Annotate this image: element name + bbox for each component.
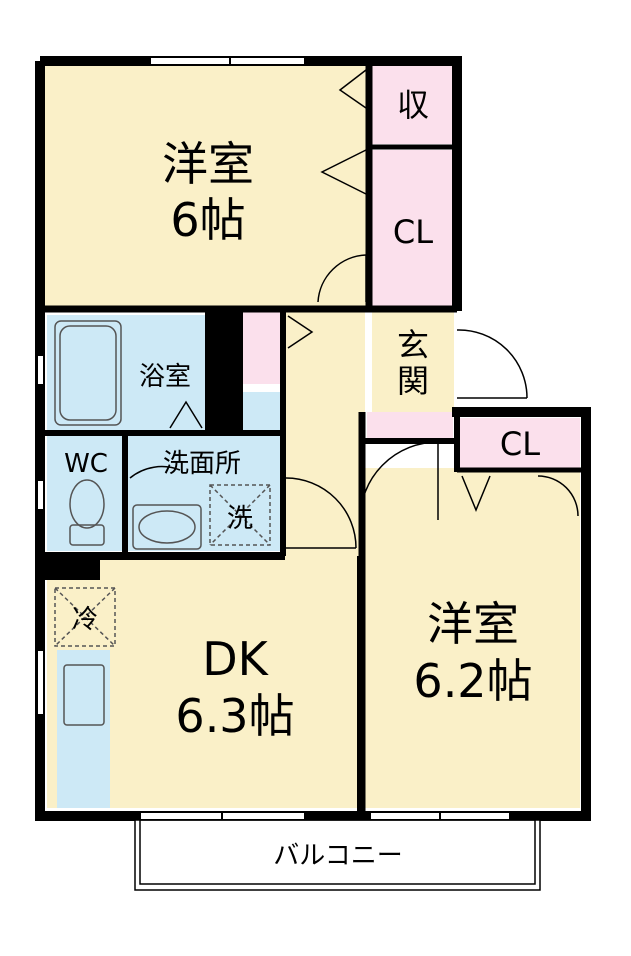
fridge-spot [54,587,116,647]
entrance-label-1: 玄 [397,326,429,364]
dk-size: 6.3帖 [175,689,294,743]
hall-storage [243,312,280,384]
entrance-label-2: 関 [397,362,429,400]
kitchen-sink [63,664,105,726]
doors [129,69,579,549]
western-room-2-name: 洋室 [427,597,519,651]
bath-wall-block [205,312,243,434]
balcony [134,819,541,891]
bathroom-floor [47,315,205,431]
washing-machine-label: 洗 [227,504,253,534]
fixtures [54,320,271,726]
entrance-step [367,412,453,438]
western-room-1-size: 6帖 [170,193,245,247]
kitchen-counter [57,650,110,808]
western-room-2-floor [365,468,580,808]
washbasin [132,504,202,550]
washbasin-bowl [138,510,196,544]
bathtub-inner [59,325,117,421]
toilet-floor [47,434,124,551]
toilet-bowl [69,479,105,529]
fridge-label: 冷 [72,605,98,635]
storage-top-label: 収 [397,86,429,124]
western-room-2-size: 6.2帖 [413,654,532,708]
washroom-floor [127,434,280,551]
washroom-upper [243,392,280,437]
western-room-1-name: 洋室 [162,137,254,191]
storage-top-floor [372,66,454,144]
closet-2-floor [460,418,580,468]
washroom-label: 洗面所 [163,449,241,479]
entrance-floor [372,312,454,412]
toilet-label: WC [64,449,108,479]
bathtub [54,320,122,426]
balcony-label: バルコニー [273,841,402,871]
washing-machine-spot [209,484,271,546]
hallway-floor [285,310,365,560]
closet-1-floor [372,150,454,306]
bathroom-label: 浴室 [139,362,191,392]
closet-1-label: CL [393,213,433,251]
dk-name: DK [202,632,269,686]
kitchen-wall-block [40,556,100,580]
toilet-tank [69,524,105,546]
closet-2-label: CL [500,425,540,463]
western-room-1-floor [45,66,367,306]
